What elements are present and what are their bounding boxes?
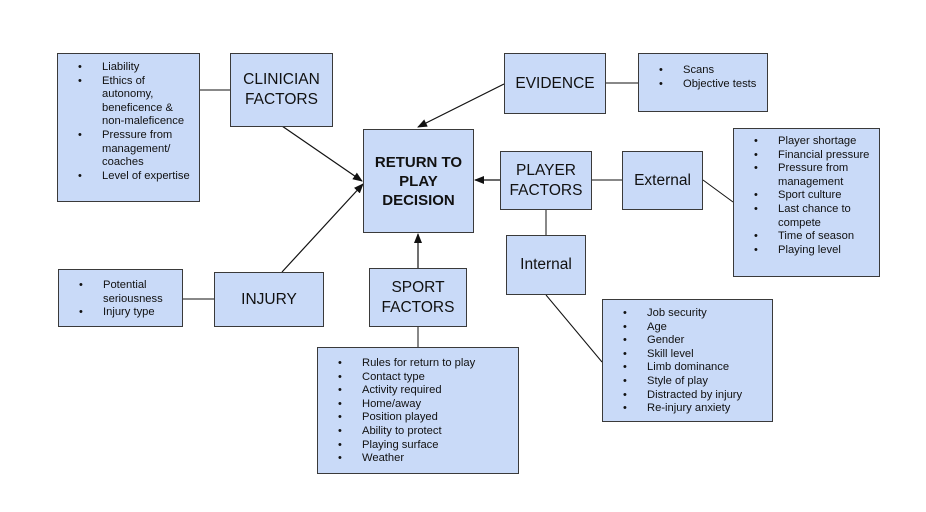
list-item: Potential seriousness: [79, 279, 178, 306]
list-item: Level of expertise: [78, 170, 193, 184]
list-item: Job security: [623, 307, 768, 321]
connector-external-list: [702, 179, 734, 203]
node-injury-label: INJURY: [241, 290, 297, 308]
arrow-injury-to-center: [281, 183, 364, 273]
node-player-factors: PLAYER FACTORS: [500, 151, 592, 210]
list-item: Weather: [338, 452, 514, 466]
list-item: Objective tests: [659, 78, 761, 92]
node-evidence-label: EVIDENCE: [515, 74, 595, 92]
list-item: Injury type: [79, 306, 178, 320]
list-item: Playing level: [754, 244, 875, 258]
list-item: Sport culture: [754, 189, 875, 203]
list-item: Style of play: [623, 375, 768, 389]
list-item: Ethics of autonomy, beneficence & non-ma…: [78, 75, 193, 129]
list-item: Scans: [659, 64, 761, 78]
list-evidence: Scans Objective tests: [638, 53, 768, 112]
list-item: Financial pressure: [754, 149, 875, 163]
list-item: Limb dominance: [623, 361, 768, 375]
node-return-to-play-decision-label: RETURN TO PLAY DECISION: [374, 153, 463, 209]
arrow-clinician-to-center: [281, 125, 363, 182]
list-injury-factors: Potential seriousness Injury type: [58, 269, 183, 327]
list-item: Player shortage: [754, 135, 875, 149]
list-item: Liability: [78, 61, 193, 75]
list-item: Re-injury anxiety: [623, 402, 768, 416]
list-item: Ability to protect: [338, 425, 514, 439]
node-external-label: External: [634, 171, 691, 189]
node-clinician-factors: CLINICIAN FACTORS: [230, 53, 333, 127]
node-injury: INJURY: [214, 272, 324, 327]
list-item: Time of season: [754, 230, 875, 244]
node-sport-factors: SPORT FACTORS: [369, 268, 467, 327]
node-sport-factors-label: SPORT FACTORS: [381, 278, 455, 316]
list-item: Activity required: [338, 384, 514, 398]
list-item: Position played: [338, 411, 514, 425]
node-player-factors-label: PLAYER FACTORS: [509, 161, 583, 199]
node-return-to-play-decision: RETURN TO PLAY DECISION: [363, 129, 474, 233]
list-item: Pressure from management: [754, 162, 875, 189]
list-item: Age: [623, 321, 768, 335]
node-clinician-factors-label: CLINICIAN FACTORS: [243, 71, 320, 108]
list-clinician-factors: Liability Ethics of autonomy, beneficenc…: [57, 53, 200, 202]
connector-internal-list: [545, 294, 603, 363]
node-internal-label: Internal: [520, 256, 572, 273]
list-item: Rules for return to play: [338, 357, 514, 371]
list-item: Playing surface: [338, 439, 514, 453]
node-evidence: EVIDENCE: [504, 53, 606, 114]
node-external: External: [622, 151, 703, 210]
list-item: Gender: [623, 334, 768, 348]
arrow-evidence-to-center: [417, 83, 505, 128]
list-item: Pressure from management/ coaches: [78, 129, 193, 170]
node-internal: Internal: [506, 235, 586, 295]
list-item: Skill level: [623, 348, 768, 362]
list-sport-factors: Rules for return to play Contact type Ac…: [317, 347, 519, 474]
list-external-factors: Player shortage Financial pressure Press…: [733, 128, 880, 277]
list-item: Home/away: [338, 398, 514, 412]
list-internal-factors: Job security Age Gender Skill level Limb…: [602, 299, 773, 422]
list-item: Contact type: [338, 371, 514, 385]
list-item: Distracted by injury: [623, 389, 768, 403]
list-item: Last chance to compete: [754, 203, 875, 230]
